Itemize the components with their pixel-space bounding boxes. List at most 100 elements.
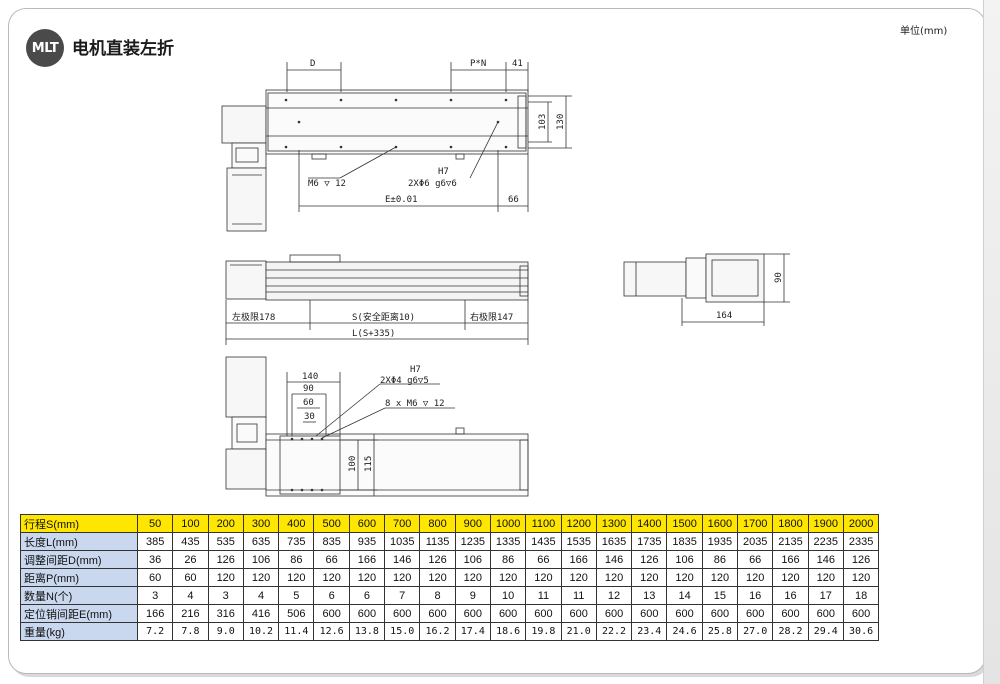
note-m6: M6 ▽ 12	[308, 179, 346, 189]
unit-label: 单位(mm)	[900, 26, 948, 37]
note-bottom-holes: 8 x M6 ▽ 12	[385, 399, 445, 409]
table-cell: 12	[595, 586, 633, 605]
table-cell: 600	[348, 514, 386, 533]
table-cell: 1535	[560, 532, 597, 551]
table-cell: 735	[278, 532, 315, 551]
table-cell: 28.2	[772, 622, 809, 641]
table-cell: 18.6	[489, 622, 527, 641]
table-cell: 23.4	[631, 622, 668, 641]
table-cell: 1735	[631, 532, 668, 551]
table-cell: 9.0	[207, 622, 244, 641]
table-cell: 146	[595, 550, 633, 569]
dim-30: 30	[304, 412, 315, 422]
table-cell: 126	[207, 550, 244, 569]
table-cell: 1700	[737, 514, 774, 533]
table-cell: 435	[172, 532, 209, 551]
table-cell: 25.8	[701, 622, 739, 641]
table-cell: 120	[454, 568, 491, 587]
dim-115: 115	[364, 456, 374, 472]
table-cell: 600	[701, 604, 739, 623]
table-cell: 120	[631, 568, 668, 587]
table-cell: 6	[348, 586, 386, 605]
dim-end-90: 90	[774, 272, 784, 283]
table-cell: 120	[207, 568, 244, 587]
table-cell: 1300	[595, 514, 633, 533]
table-cell: 1600	[701, 514, 739, 533]
table-cell: 126	[631, 550, 668, 569]
table-cell: 600	[631, 604, 668, 623]
table-cell: 106	[666, 550, 703, 569]
table-cell: 15.0	[384, 622, 421, 641]
table-cell: 3	[136, 586, 174, 605]
bottom-view: 140 90 60 30 H7 2XΦ4 g6▽5 8 x M6 ▽ 12 10…	[225, 356, 529, 497]
table-cell: 600	[348, 604, 386, 623]
dim-130: 130	[556, 114, 566, 130]
table-cell: 9	[454, 586, 491, 605]
table-cell: 29.4	[807, 622, 844, 641]
row-label: 长度L(mm)	[20, 532, 138, 551]
table-cell: 27.0	[737, 622, 774, 641]
table-cell: 635	[242, 532, 280, 551]
dim-end-164: 164	[716, 311, 732, 321]
table-cell: 1000	[489, 514, 527, 533]
table-cell: 600	[525, 604, 562, 623]
table-cell: 506	[278, 604, 315, 623]
table-cell: 7	[384, 586, 421, 605]
table-cell: 16	[737, 586, 774, 605]
table-cell: 7.8	[172, 622, 209, 641]
dim-41: 41	[512, 59, 523, 69]
table-cell: 120	[525, 568, 562, 587]
table-cell: 16.2	[419, 622, 456, 641]
table-cell: 166	[772, 550, 809, 569]
table-cell: 385	[136, 532, 174, 551]
table-cell: 400	[278, 514, 315, 533]
table-cell: 166	[560, 550, 597, 569]
table-cell: 10	[489, 586, 527, 605]
table-cell: 66	[313, 550, 350, 569]
table-cell: 86	[489, 550, 527, 569]
table-cell: 600	[666, 604, 703, 623]
table-cell: 1135	[419, 532, 456, 551]
dim-pn: P*N	[470, 59, 486, 69]
row-label: 距离P(mm)	[20, 568, 138, 587]
table-cell: 17	[807, 586, 844, 605]
table-cell: 316	[207, 604, 244, 623]
table-cell: 30.6	[842, 622, 880, 641]
table-cell: 36	[136, 550, 174, 569]
table-cell: 600	[313, 604, 350, 623]
row-label: 调整间距D(mm)	[20, 550, 138, 569]
table-cell: 2235	[807, 532, 844, 551]
table-cell: 120	[666, 568, 703, 587]
table-cell: 66	[737, 550, 774, 569]
table-cell: 600	[772, 604, 809, 623]
table-cell: 22.2	[595, 622, 633, 641]
table-cell: 120	[737, 568, 774, 587]
table-cell: 2035	[737, 532, 774, 551]
table-cell: 120	[842, 568, 880, 587]
table-cell: 106	[454, 550, 491, 569]
table-cell: 600	[489, 604, 527, 623]
table-cell: 12.6	[313, 622, 350, 641]
table-cell: 6	[313, 586, 350, 605]
table-cell: 120	[348, 568, 386, 587]
table-cell: 216	[172, 604, 209, 623]
table-cell: 1035	[384, 532, 421, 551]
table-cell: 14	[666, 586, 703, 605]
table-cell: 1435	[525, 532, 562, 551]
row-label: 重量(kg)	[20, 622, 138, 641]
table-cell: 86	[701, 550, 739, 569]
table-cell: 21.0	[560, 622, 597, 641]
table-cell: 120	[313, 568, 350, 587]
row-label: 数量N(个)	[20, 586, 138, 605]
table-cell: 600	[454, 604, 491, 623]
table-cell: 120	[278, 568, 315, 587]
table-cell: 16	[772, 586, 809, 605]
table-cell: 1935	[701, 532, 739, 551]
table-cell: 500	[313, 514, 350, 533]
table-cell: 10.2	[242, 622, 280, 641]
